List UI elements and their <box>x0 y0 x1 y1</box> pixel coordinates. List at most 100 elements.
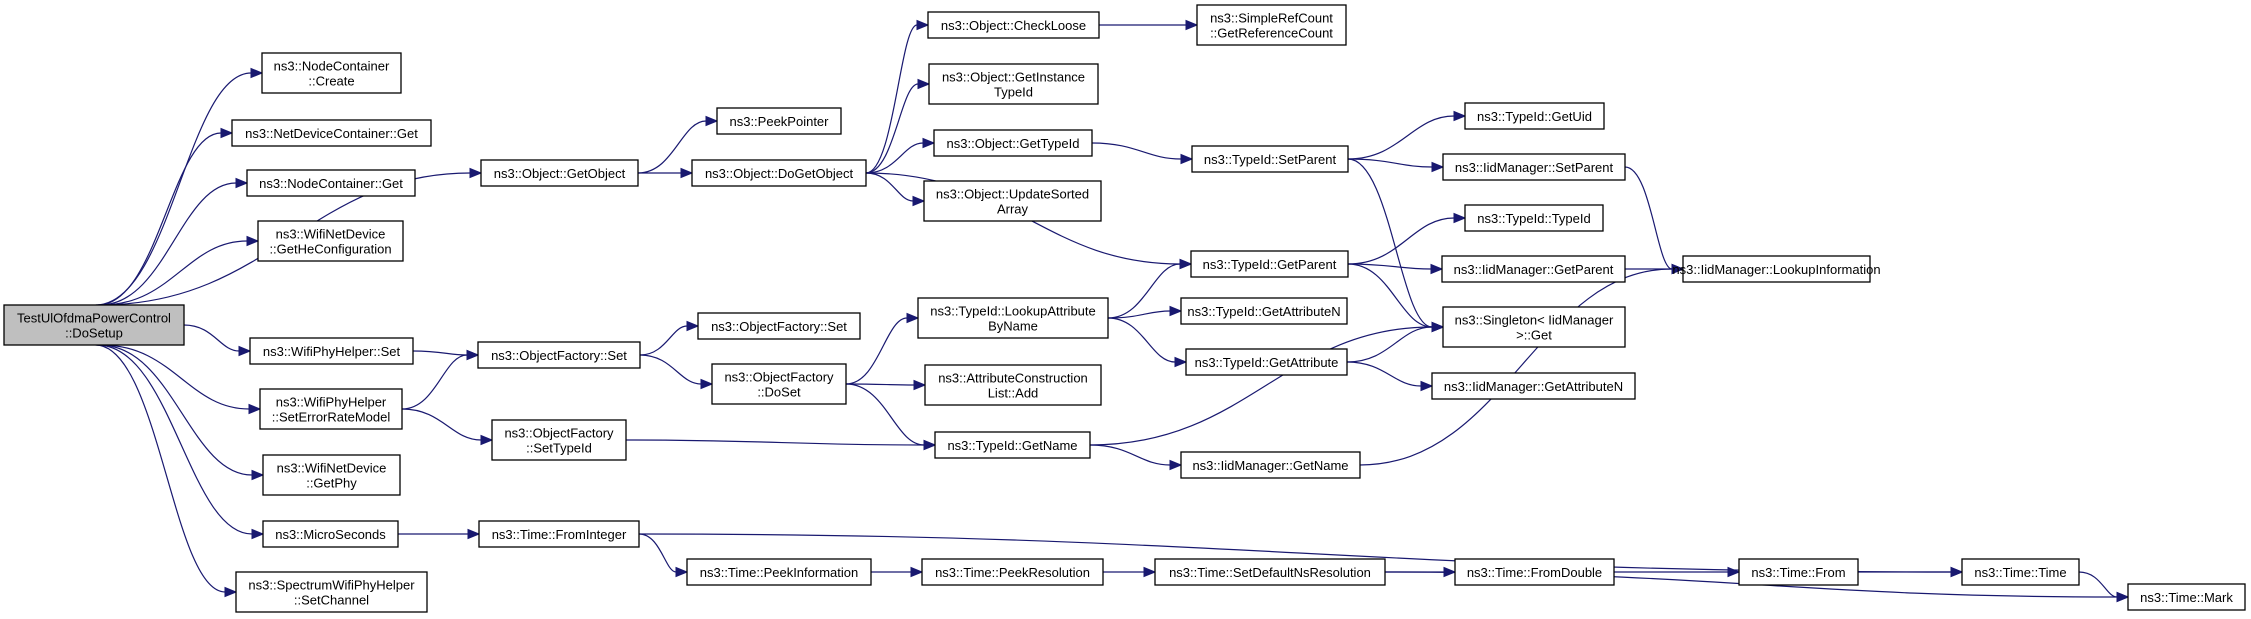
node-wph-set[interactable]: ns3::WifiPhyHelper::Set <box>249 337 414 365</box>
node-obj-dogetobj[interactable]: ns3::Object::DoGetObject <box>691 159 867 187</box>
node-box[interactable] <box>491 419 627 461</box>
node-box[interactable] <box>2127 583 2246 611</box>
node-typeid-getattrn[interactable]: ns3::TypeId::GetAttributeN <box>1180 297 1348 325</box>
node-box[interactable] <box>716 107 842 135</box>
node-time-setdefns[interactable]: ns3::Time::SetDefaultNsResolution <box>1154 558 1386 586</box>
node-box[interactable] <box>923 180 1102 222</box>
node-time-time[interactable]: ns3::Time::Time <box>1961 558 2080 586</box>
node-label: ns3::Object::UpdateSorted <box>936 187 1089 202</box>
node-typeid-getattr[interactable]: ns3::TypeId::GetAttribute <box>1185 348 1348 376</box>
node-box[interactable] <box>1441 255 1626 283</box>
node-box[interactable] <box>1682 255 1871 283</box>
node-box[interactable] <box>686 558 872 586</box>
node-box[interactable] <box>1464 102 1605 130</box>
node-box[interactable] <box>3 304 185 346</box>
node-box[interactable] <box>1196 4 1347 46</box>
node-iid-getattrn[interactable]: ns3::IidManager::GetAttributeN <box>1431 372 1636 400</box>
edge-wph-seterr-to-of-settypeid <box>401 408 494 446</box>
node-box[interactable] <box>1190 250 1349 278</box>
node-box[interactable] <box>262 520 399 548</box>
node-iid-setparent[interactable]: ns3::IidManager::SetParent <box>1442 153 1626 181</box>
edge-line <box>1347 217 1455 265</box>
node-peekptr[interactable]: ns3::PeekPointer <box>716 107 842 135</box>
node-box[interactable] <box>928 63 1099 105</box>
node-box[interactable] <box>934 431 1091 459</box>
node-swph-setch[interactable]: ns3::SpectrumWifiPhyHelper::SetChannel <box>235 571 428 613</box>
node-label: ::SetErrorRateModel <box>272 410 391 425</box>
node-box[interactable] <box>1191 145 1349 173</box>
node-box[interactable] <box>1442 306 1626 348</box>
node-time-fromint[interactable]: ns3::Time::FromInteger <box>478 520 640 548</box>
node-box[interactable] <box>924 364 1102 406</box>
node-box[interactable] <box>477 341 641 369</box>
node-iid-getname[interactable]: ns3::IidManager::GetName <box>1180 451 1361 479</box>
node-wph-seterr[interactable]: ns3::WifiPhyHelper::SetErrorRateModel <box>259 388 403 430</box>
node-box[interactable] <box>1442 153 1626 181</box>
node-box[interactable] <box>257 220 404 262</box>
node-box[interactable] <box>691 159 867 187</box>
node-time-peekres[interactable]: ns3::Time::PeekResolution <box>921 558 1104 586</box>
node-box[interactable] <box>480 159 639 187</box>
node-box[interactable] <box>235 571 428 613</box>
node-box[interactable] <box>249 337 414 365</box>
node-typeid-typeid[interactable]: ns3::TypeId::TypeId <box>1464 204 1604 232</box>
node-box[interactable] <box>1961 558 2080 586</box>
node-box[interactable] <box>246 169 416 197</box>
node-iid-lookup[interactable]: ns3::IidManager::LookupInformation <box>1672 255 1881 283</box>
node-nc-get[interactable]: ns3::NodeContainer::Get <box>246 169 416 197</box>
node-of-settypeid[interactable]: ns3::ObjectFactory::SetTypeId <box>491 419 627 461</box>
node-of-set[interactable]: ns3::ObjectFactory::Set <box>477 341 641 369</box>
node-box[interactable] <box>917 297 1109 339</box>
node-typeid-getuid[interactable]: ns3::TypeId::GetUid <box>1464 102 1605 130</box>
node-box[interactable] <box>262 454 401 496</box>
node-time-peekinfo[interactable]: ns3::Time::PeekInformation <box>686 558 872 586</box>
node-typeid-getname[interactable]: ns3::TypeId::GetName <box>934 431 1091 459</box>
node-box[interactable] <box>921 558 1104 586</box>
node-box[interactable] <box>1180 297 1348 325</box>
node-box[interactable] <box>697 312 861 340</box>
node-box[interactable] <box>261 52 402 94</box>
node-iid-getparent[interactable]: ns3::IidManager::GetParent <box>1441 255 1626 283</box>
node-of-doset[interactable]: ns3::ObjectFactory::DoSet <box>711 363 847 405</box>
node-singleton-get[interactable]: ns3::Singleton< IidManager>::Get <box>1442 306 1626 348</box>
node-nc-create[interactable]: ns3::NodeContainer::Create <box>261 52 402 94</box>
node-wnd-getphy[interactable]: ns3::WifiNetDevice::GetPhy <box>262 454 401 496</box>
node-ndc-get[interactable]: ns3::NetDeviceContainer::Get <box>231 119 432 147</box>
arrowhead-icon <box>675 566 689 578</box>
node-box[interactable] <box>711 363 847 405</box>
node-box[interactable] <box>1185 348 1348 376</box>
node-box[interactable] <box>1738 558 1859 586</box>
edge-line <box>865 24 918 174</box>
edge-line <box>1091 142 1182 160</box>
node-box[interactable] <box>1431 372 1636 400</box>
node-typeid-getparent[interactable]: ns3::TypeId::GetParent <box>1190 250 1349 278</box>
node-of-set2[interactable]: ns3::ObjectFactory::Set <box>697 312 861 340</box>
node-obj-gettypeid[interactable]: ns3::Object::GetTypeId <box>933 129 1093 157</box>
node-box[interactable] <box>1154 558 1386 586</box>
node-root[interactable]: TestUlOfdmaPowerControl::DoSetup <box>3 304 185 346</box>
edge-line <box>99 344 253 476</box>
node-box[interactable] <box>933 129 1093 157</box>
node-obj-checkloose[interactable]: ns3::Object::CheckLoose <box>927 11 1100 39</box>
node-typeid-setparent[interactable]: ns3::TypeId::SetParent <box>1191 145 1349 173</box>
node-box[interactable] <box>259 388 403 430</box>
node-box[interactable] <box>1180 451 1361 479</box>
edge-line <box>401 408 482 441</box>
node-src-getrefcnt[interactable]: ns3::SimpleRefCount::GetReferenceCount <box>1196 4 1347 46</box>
node-box[interactable] <box>927 11 1100 39</box>
node-time-mark[interactable]: ns3::Time::Mark <box>2127 583 2246 611</box>
node-box[interactable] <box>1454 558 1615 586</box>
node-time-from[interactable]: ns3::Time::From <box>1738 558 1859 586</box>
node-box[interactable] <box>231 119 432 147</box>
node-micro[interactable]: ns3::MicroSeconds <box>262 520 399 548</box>
node-time-fromdouble[interactable]: ns3::Time::FromDouble <box>1454 558 1615 586</box>
node-wnd-gethe[interactable]: ns3::WifiNetDevice::GetHeConfiguration <box>257 220 404 262</box>
node-box[interactable] <box>1464 204 1604 232</box>
node-label: ns3::AttributeConstruction <box>938 371 1088 386</box>
node-box[interactable] <box>478 520 640 548</box>
node-obj-getobj[interactable]: ns3::Object::GetObject <box>480 159 639 187</box>
